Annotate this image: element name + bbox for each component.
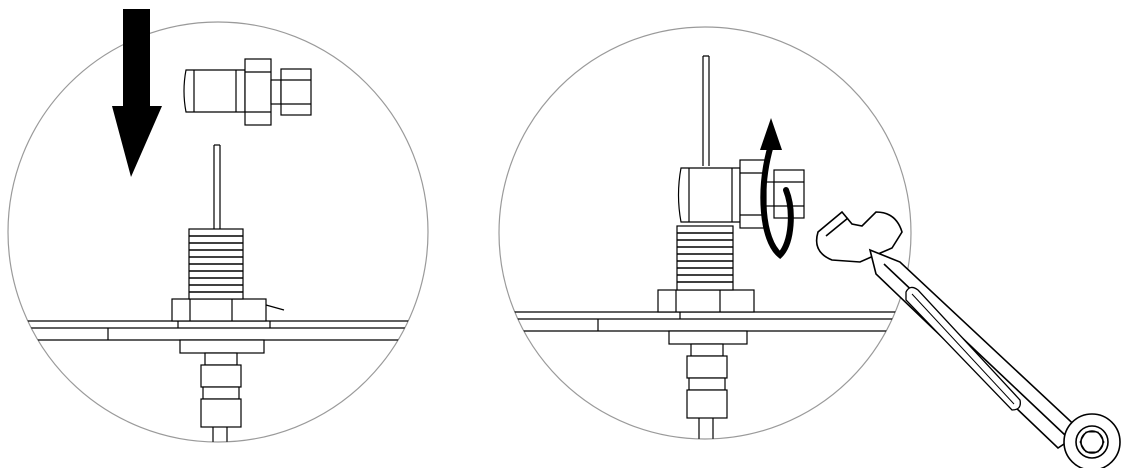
threaded-stud-2: [676, 225, 734, 291]
step-1-panel: [7, 9, 429, 443]
probe-tube: [213, 144, 221, 229]
threaded-stud: [188, 228, 244, 300]
base-hex-nut: [171, 298, 285, 322]
probe-tube-2: [702, 55, 710, 166]
base-hex-nut-2: [657, 289, 755, 313]
rotate-arrow-icon: [760, 118, 794, 260]
lower-fitting: [179, 339, 265, 442]
down-arrow-icon: [112, 9, 162, 177]
compression-fitting: [183, 58, 312, 126]
step-2-panel: [498, 26, 1121, 468]
wrench-icon: [815, 210, 1121, 468]
lower-fitting-2: [668, 330, 748, 439]
installed-fitting: [677, 159, 805, 229]
